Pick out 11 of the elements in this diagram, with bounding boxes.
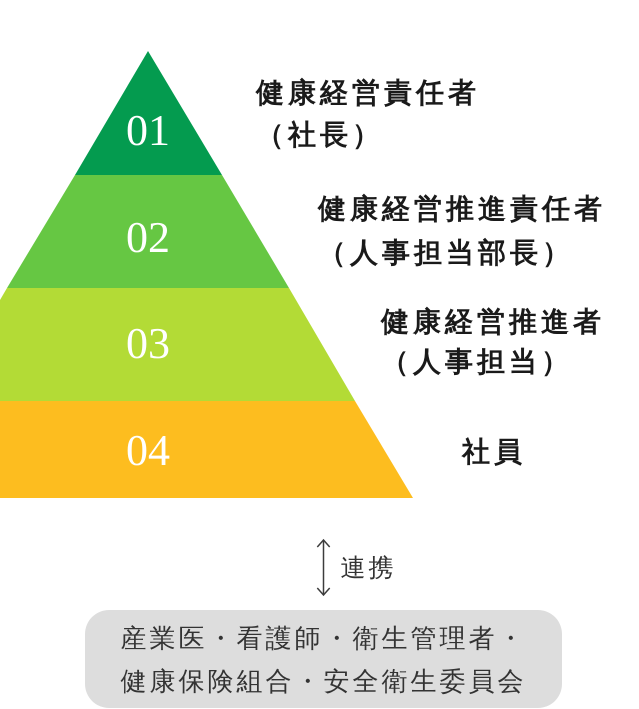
role-label: 社員	[462, 434, 527, 470]
role-label: 健康経営推進責任者（人事担当部長）	[318, 191, 607, 271]
double-arrow	[316, 539, 330, 596]
edge-label: 連携	[340, 552, 396, 582]
tier-number: 01	[126, 109, 170, 153]
role-label: 健康経営推進者（人事担当）	[381, 304, 606, 380]
tier-number: 03	[126, 322, 170, 366]
info-panel: 産業医・看護師・衛生管理者・健康保険組合・安全衛生委員会	[85, 610, 562, 708]
tier-number: 02	[126, 216, 170, 260]
tier-number: 04	[126, 429, 170, 473]
role-label: 健康経営責任者（社長）	[256, 75, 481, 153]
